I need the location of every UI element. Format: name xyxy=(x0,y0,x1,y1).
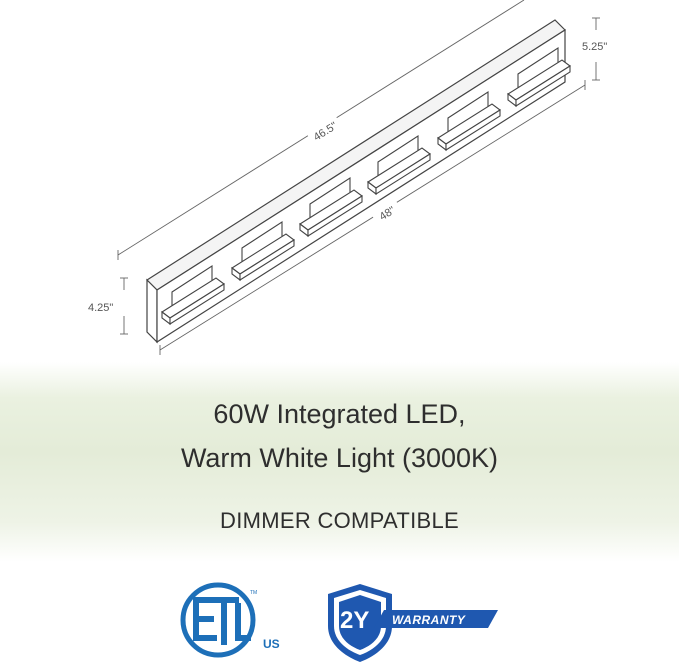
dimension-line-right xyxy=(592,17,600,81)
warranty-label: WARRANTY xyxy=(392,613,466,627)
fixture-backplate xyxy=(146,19,566,291)
fixture-backplate-front xyxy=(146,278,158,344)
dimmer-compatible-label: DIMMER COMPATIBLE xyxy=(220,508,459,533)
etl-logo-icon: TM xyxy=(180,582,257,658)
height-right-label: 5.25" xyxy=(582,41,607,53)
fixture-backplate-body xyxy=(156,28,566,344)
light-module-3 xyxy=(299,176,363,238)
green-gradient-band xyxy=(0,362,679,562)
light-module-2 xyxy=(231,220,295,282)
light-module-5 xyxy=(437,90,501,152)
light-module-6 xyxy=(507,46,571,108)
etl-us-label: US xyxy=(263,637,280,651)
vanity-light-dimension-diagram: 46.5" 48" 5.25" 4.25" xyxy=(88,0,607,355)
dimension-line-bottom xyxy=(159,80,586,355)
height-left-label: 4.25" xyxy=(88,302,113,314)
light-module-4 xyxy=(367,134,431,196)
certification-logos: TM US 2Y WARRANTY xyxy=(180,582,498,662)
feature-line-wattage: 60W Integrated LED, xyxy=(213,399,466,429)
warranty-shield-icon xyxy=(328,584,392,662)
warranty-years-label: 2Y xyxy=(340,607,369,634)
light-module-1 xyxy=(161,264,225,326)
warranty-ribbon xyxy=(374,610,498,628)
feature-line-color-temp: Warm White Light (3000K) xyxy=(180,443,499,473)
dimension-line-left xyxy=(120,277,128,335)
svg-text:TM: TM xyxy=(250,590,257,596)
